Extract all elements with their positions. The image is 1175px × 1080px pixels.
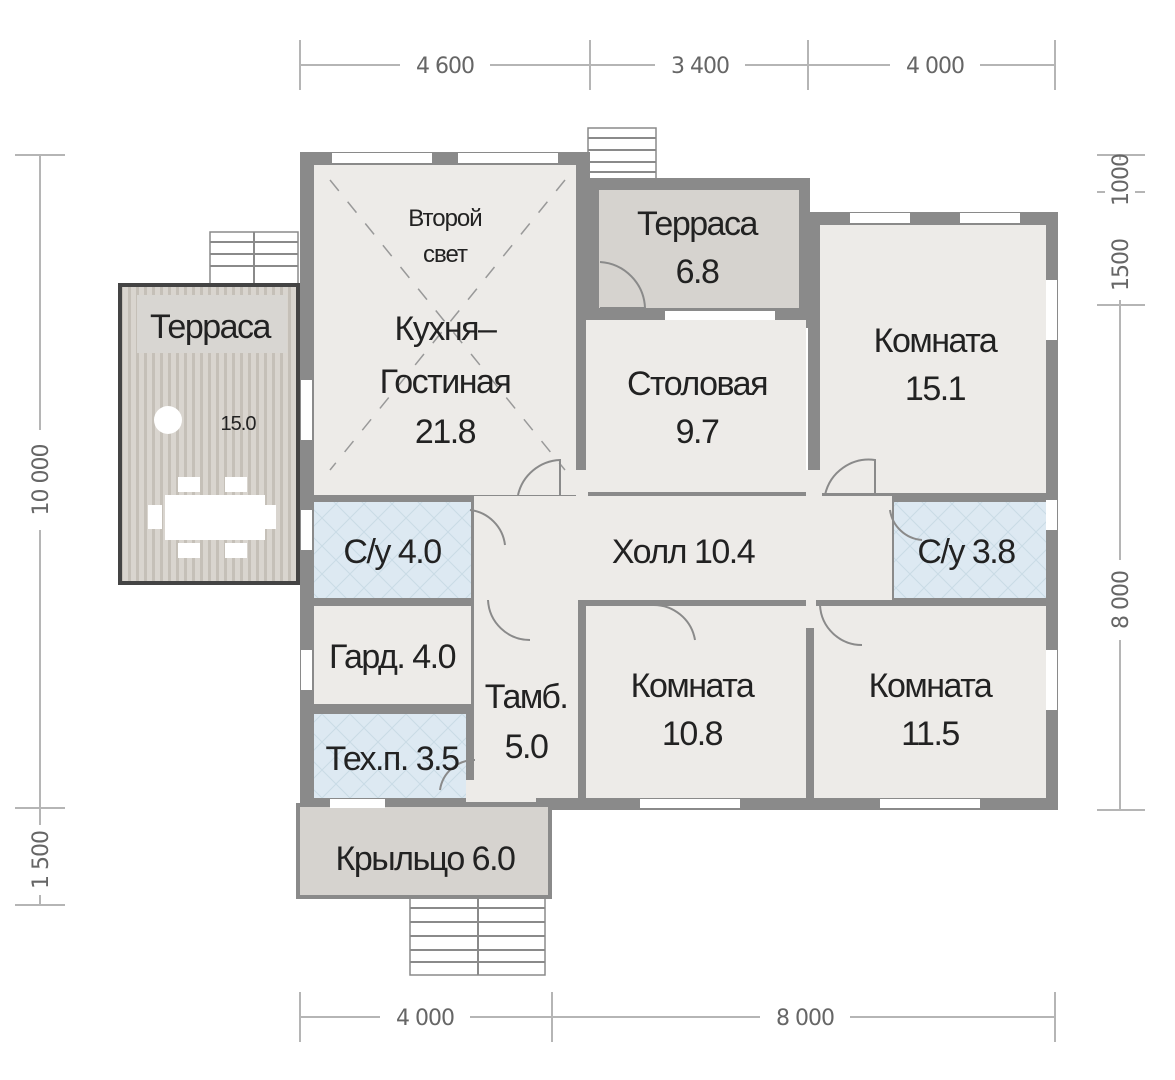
dim-top-2: 3 400	[671, 54, 729, 79]
second-light-mark	[329, 179, 566, 471]
stairs-left	[209, 231, 299, 285]
dimension-left: 10 000 1 500	[15, 154, 65, 906]
room-bedroom-11	[814, 606, 1046, 798]
table-round-icon	[154, 406, 182, 434]
doors	[439, 261, 923, 791]
dining-area: 9.7	[676, 413, 719, 451]
dim-top-3: 4 000	[906, 54, 964, 79]
bath-right-label: С/у 3.8	[917, 533, 1015, 571]
stairs-bottom	[409, 894, 546, 976]
room-hall	[474, 496, 892, 600]
room-vestibule	[474, 600, 578, 798]
room-bath-left	[314, 502, 471, 598]
dim-right-3: 8 000	[1109, 571, 1134, 629]
terrace-left-name: Терраса	[150, 308, 271, 346]
kitchen-note-1: Второй	[408, 205, 481, 232]
room-bedroom-10	[586, 606, 806, 798]
dim-left-1: 10 000	[29, 445, 54, 516]
room-terrace-top	[599, 190, 799, 308]
bedroom-11-name: Комната	[869, 667, 993, 705]
terrace-left: Терраса 15.0	[118, 283, 300, 585]
dining-table-icon	[148, 477, 276, 558]
dim-bottom-2: 8 000	[776, 1006, 834, 1031]
vestibule-name: Тамб.	[485, 678, 568, 716]
windows	[301, 153, 1057, 808]
room-bedroom-15	[820, 225, 1046, 493]
bedroom-11-area: 11.5	[901, 715, 959, 753]
kitchen-area: 21.8	[415, 413, 476, 451]
hall-label: Холл 10.4	[612, 533, 755, 571]
dim-left-2: 1 500	[29, 831, 54, 889]
bedroom-10-area: 10.8	[662, 715, 723, 753]
dim-top-1: 4 600	[416, 54, 474, 79]
dining-name: Столовая	[627, 365, 767, 403]
wardrobe-label: Гард. 4.0	[329, 638, 456, 676]
dim-right-1: 1000	[1109, 154, 1134, 206]
stairs-top	[587, 127, 657, 184]
dimension-right: 1000 1500 8 000	[1097, 154, 1145, 811]
dim-bottom-1: 4 000	[396, 1006, 454, 1031]
bedroom-15-area: 15.1	[905, 370, 966, 408]
room-dining	[586, 320, 806, 492]
bath-left-label: С/у 4.0	[343, 533, 441, 571]
room-wardrobe	[314, 606, 471, 704]
terrace-top-name: Терраса	[637, 205, 758, 243]
dimension-bottom: 4 000 8 000	[299, 992, 1056, 1042]
tech-label: Тех.п. 3.5	[325, 740, 459, 778]
terrace-left-area: 15.0	[221, 413, 257, 435]
room-kitchen-living	[314, 165, 576, 495]
room-bath-right	[894, 502, 1046, 598]
bedroom-15-name: Комната	[874, 322, 998, 360]
kitchen-name-1: Кухня–	[395, 310, 497, 348]
kitchen-note-2: свет	[423, 241, 468, 268]
bedroom-10-name: Комната	[631, 667, 755, 705]
vestibule-area: 5.0	[505, 728, 548, 766]
kitchen-name-2: Гостиная	[380, 363, 511, 401]
porch-label: Крыльцо 6.0	[336, 840, 516, 878]
terrace-top-area: 6.8	[676, 253, 719, 291]
dimension-top: 4 600 3 400 4 000	[299, 40, 1056, 90]
dim-right-2: 1500	[1109, 239, 1134, 291]
